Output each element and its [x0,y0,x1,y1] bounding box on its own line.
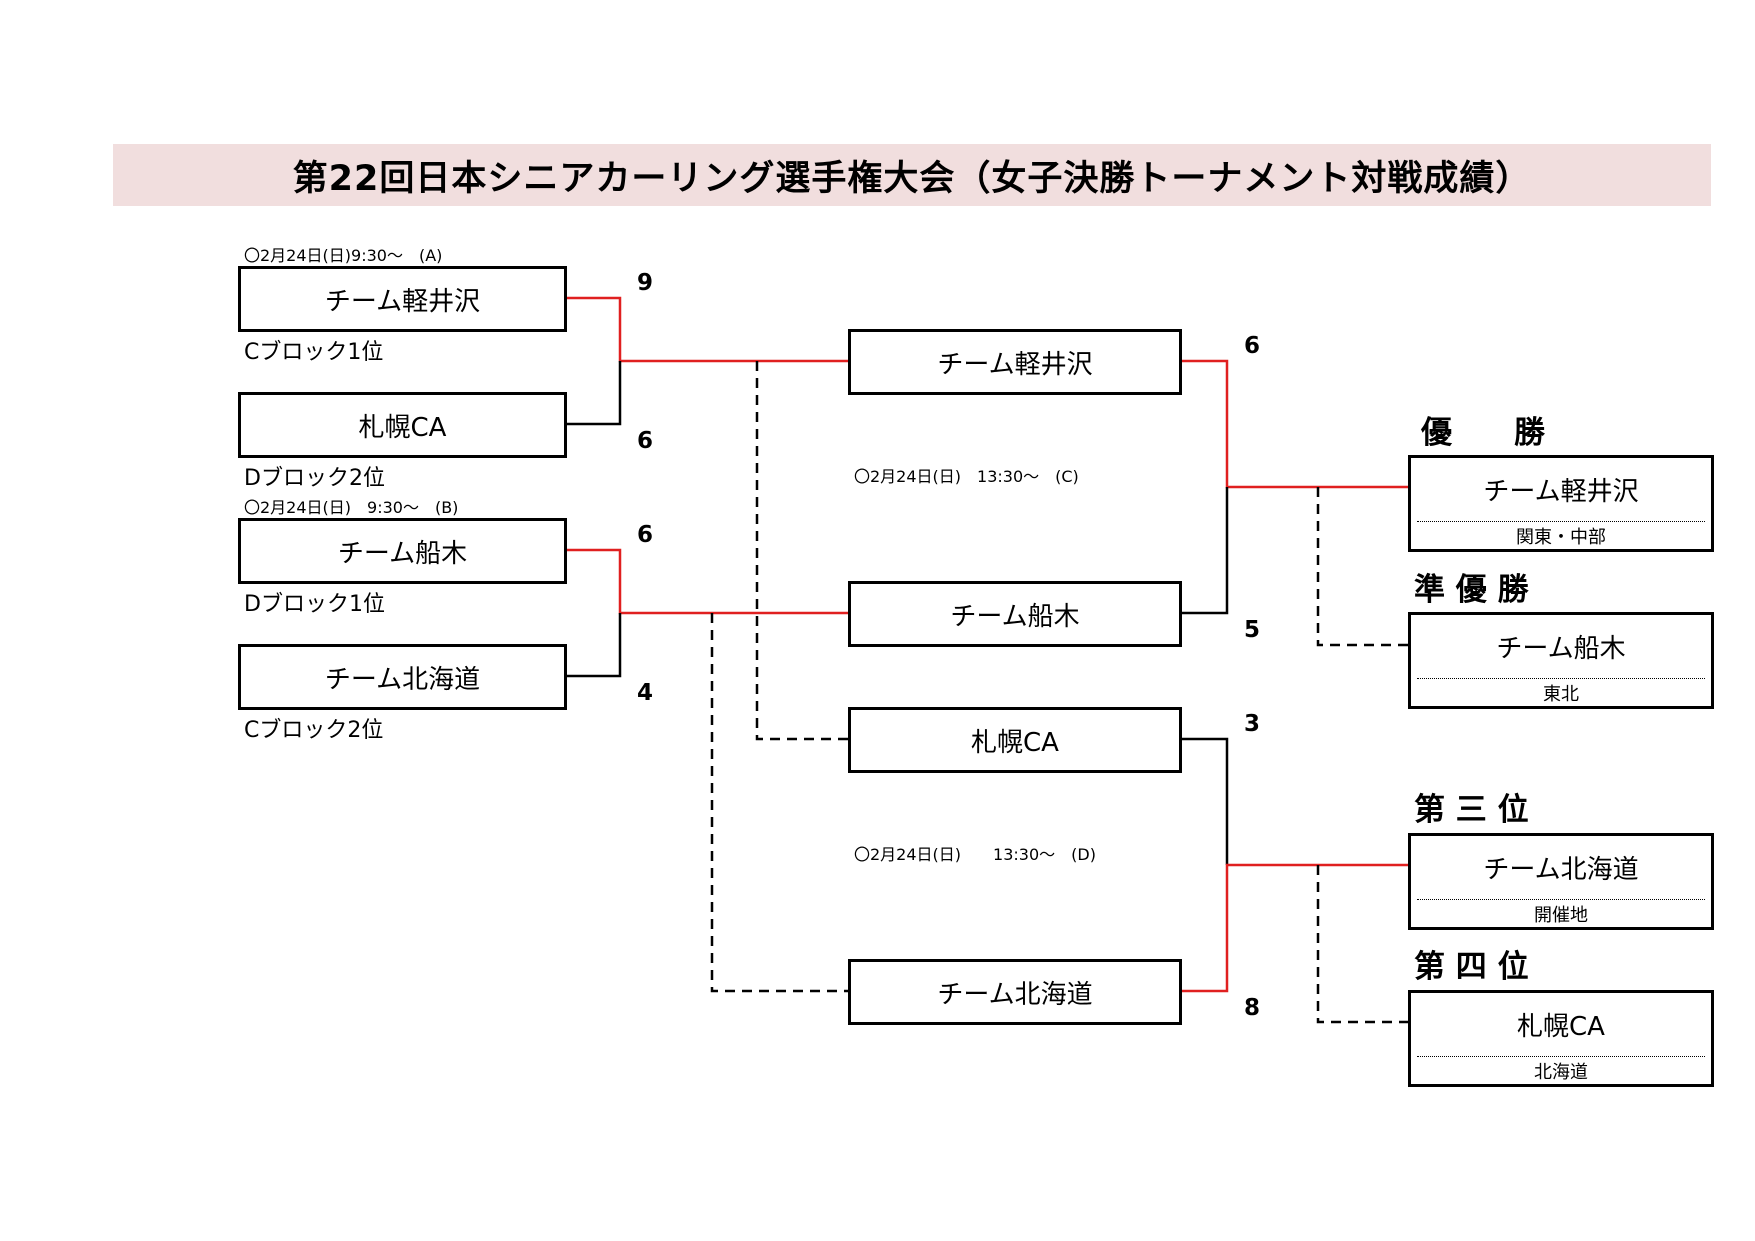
match-b-team1-block: Dブロック1位 [244,592,385,617]
rank-2-box: チーム船木 東北 [1408,612,1714,709]
rank-4-box: 札幌CA 北海道 [1408,990,1714,1087]
match-b-loser-dashed [710,613,850,993]
match-b-team2-block: Cブロック2位 [244,718,384,743]
match-d-team1-name: 札幌CA [971,727,1059,758]
match-d-schedule: 〇2月24日(日) 13:30～ (D) [854,845,1096,864]
page-title: 第22回日本シニアカーリング選手権大会（女子決勝トーナメント対戦成績） [292,158,1532,199]
rank-2-divider [1417,678,1705,679]
match-c-loser-dashed [1316,487,1410,647]
match-a-winner-line [565,296,850,363]
rank-1-box: チーム軽井沢 関東・中部 [1408,455,1714,552]
rank-1-region: 関東・中部 [1516,527,1606,548]
match-a-team2-block: Dブロック2位 [244,466,385,491]
match-c-team1-box: チーム軽井沢 [848,329,1182,395]
match-b-team2-box: チーム北海道 [238,644,567,710]
rank-3-box: チーム北海道 開催地 [1408,833,1714,930]
match-a-schedule: 〇2月24日(日)9:30～ (A) [244,246,443,265]
match-d-team2-name: チーム北海道 [937,979,1093,1010]
rank-4-divider [1417,1056,1705,1057]
match-b-winner-line [565,548,850,615]
match-a-team2-box: 札幌CA [238,392,567,458]
match-b-team1-score: 6 [637,522,654,548]
match-d-team1-score: 3 [1244,711,1261,737]
match-c-team1-name: チーム軽井沢 [937,349,1093,380]
match-b-team1-box: チーム船木 [238,518,567,584]
match-a-team2-name: 札幌CA [358,412,447,443]
match-c-schedule: 〇2月24日(日) 13:30～ (C) [854,467,1079,486]
match-c-team1-score: 6 [1244,333,1261,359]
match-a-loser-line [565,361,622,426]
match-c-team2-score: 5 [1244,617,1261,643]
rank-3-team: チーム北海道 [1483,854,1639,885]
match-d-loser-dashed [1316,865,1410,1024]
match-c-winner-line [1180,359,1410,489]
match-d-team2-box: チーム北海道 [848,959,1182,1025]
match-a-team1-score: 9 [637,270,654,296]
match-d-winner-line [1180,863,1410,993]
rank-2-region: 東北 [1543,684,1579,705]
rank-4-region: 北海道 [1534,1062,1588,1083]
rank-2-team: チーム船木 [1496,633,1626,664]
rank-3-divider [1417,899,1705,900]
rank-3-region: 開催地 [1534,905,1588,926]
match-b-team2-score: 4 [637,680,654,706]
match-b-loser-line [565,613,622,678]
match-b-schedule: 〇2月24日(日) 9:30～ (B) [244,498,459,517]
match-c-team2-box: チーム船木 [848,581,1182,647]
match-d-loser-line [1180,737,1229,865]
match-b-team1-name: チーム船木 [337,538,468,569]
match-a-team2-score: 6 [637,428,654,454]
rank-4-label: 第 四 位 [1414,949,1529,985]
match-c-loser-line [1180,487,1229,615]
rank-1-divider [1417,521,1705,522]
match-b-team2-name: チーム北海道 [324,664,481,695]
match-a-team1-block: Cブロック1位 [244,340,384,365]
rank-1-team: チーム軽井沢 [1483,476,1639,507]
match-a-loser-dashed [755,361,850,741]
match-c-team2-name: チーム船木 [950,601,1080,632]
match-a-team1-box: チーム軽井沢 [238,266,567,332]
title-bar: 第22回日本シニアカーリング選手権大会（女子決勝トーナメント対戦成績） [113,144,1711,206]
rank-1-label: 優 勝 [1421,415,1545,451]
rank-3-label: 第 三 位 [1414,792,1529,828]
rank-2-label: 準 優 勝 [1414,572,1529,608]
rank-4-team: 札幌CA [1517,1011,1605,1042]
match-d-team2-score: 8 [1244,995,1261,1021]
match-a-team1-name: チーム軽井沢 [324,286,481,317]
match-d-team1-box: 札幌CA [848,707,1182,773]
